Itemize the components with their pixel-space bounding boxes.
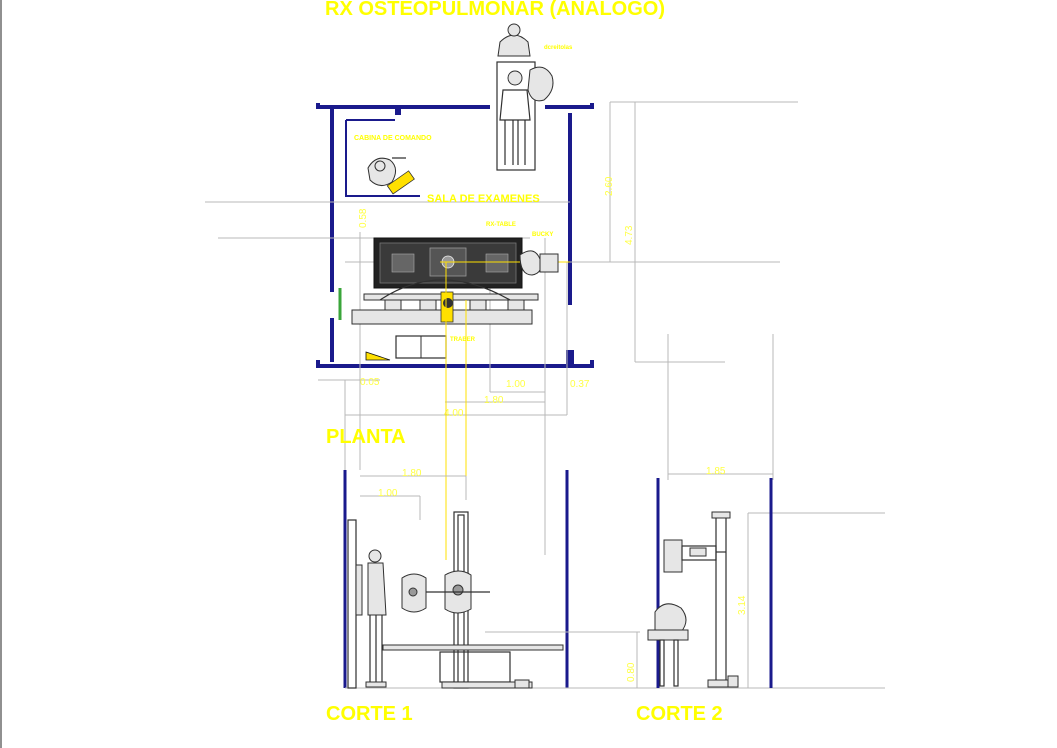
corte1-dim-180: 1.80 — [402, 468, 422, 479]
operator-chair — [367, 157, 415, 195]
equipment-label-rx-table: RX-TABLE — [486, 222, 516, 228]
dim-037: 0.37 — [570, 379, 590, 390]
corte2-dim-185: 1.85 — [706, 466, 726, 477]
dim-100: 1.00 — [506, 379, 526, 390]
cabin-label: CABINA DE COMANDO — [354, 135, 432, 142]
dim-005: 0.05 — [360, 377, 380, 388]
dim-180: 1.80 — [484, 395, 504, 406]
room-label: SALA DE EXAMENES — [427, 193, 540, 205]
dim-400: 4.00 — [444, 408, 464, 419]
corte1-dim-100: 1.00 — [378, 488, 398, 499]
person-standing-section — [365, 549, 387, 688]
plan-label: PLANTA — [326, 426, 406, 448]
drawing-title: RX OSTEOPULMONAR (ANALOGO) — [325, 0, 665, 20]
dim-260: 2.60 — [604, 176, 615, 196]
cabin-wall — [345, 120, 420, 197]
dim-058: 0.58 — [358, 208, 369, 228]
section-corte-2: 1.85 3.14 0.80 CORTE 2 — [626, 334, 885, 725]
dim-473: 4.73 — [624, 225, 635, 245]
corte2-dim-314: 3.14 — [737, 595, 748, 615]
wall-notch — [395, 108, 401, 115]
equipment-label-lower: TRABER — [450, 337, 476, 343]
wall-top-left — [316, 103, 490, 109]
corte1-label: CORTE 1 — [326, 703, 413, 725]
equipment-label-bucky: BUCKY — [532, 232, 553, 238]
wall-stub — [566, 350, 574, 364]
corte2-dim-080: 0.80 — [626, 662, 637, 682]
person-standing-plan — [496, 23, 554, 171]
wall-bottom — [316, 360, 594, 368]
section-corte-1: 1.80 1.00 CORTE 1 — [326, 468, 885, 725]
xray-table-plan — [351, 237, 570, 560]
equipment-label-person: dcreitolas — [544, 45, 573, 51]
wall-top-right — [545, 103, 594, 109]
floor-plan: CABINA DE COMANDO SALA DE EXAMENES dcrei… — [205, 23, 798, 560]
corte2-label: CORTE 2 — [636, 703, 723, 725]
